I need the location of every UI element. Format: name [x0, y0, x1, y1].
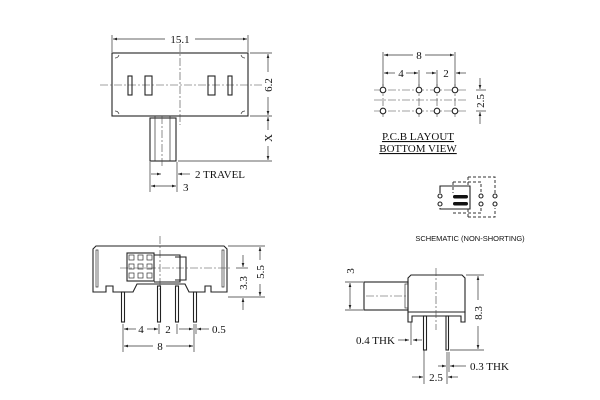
- pins: [120, 285, 198, 323]
- pcb-holes: [379, 86, 459, 115]
- pcb-layout-title: P.C.B LAYOUT: [382, 131, 454, 143]
- side-actuator-dim-label: 3: [345, 268, 357, 274]
- pin-width-label: 0.5: [212, 324, 226, 336]
- side-height-label: 8.3: [473, 306, 485, 320]
- actuator: [149, 117, 177, 162]
- side-view: 3 8.3 0.4 THK 0.3 THK 2.5: [345, 268, 509, 384]
- actuator-width-label: 3: [183, 182, 189, 194]
- pcb-layout: 8 4 2 2.5 P.C.B LAYOUT BOTTOM VIEW: [374, 50, 487, 155]
- thk-03-label: 0.3 THK: [470, 361, 509, 373]
- pcb-layout-subtitle: BOTTOM VIEW: [379, 143, 457, 155]
- pcb-total-8-label: 8: [416, 50, 422, 62]
- actuator-dim-label: X: [263, 134, 275, 142]
- width-dim-label: 15.1: [170, 34, 189, 46]
- top-view: 15.1 6.2 X 2 TRAVEL 3: [100, 34, 275, 194]
- schematic: SCHEMATIC (NON-SHORTING): [415, 176, 525, 243]
- slot: [127, 75, 133, 96]
- height-dim-label: 6.2: [263, 78, 275, 92]
- slot: [207, 75, 216, 96]
- pcb-pitch-2-label: 2: [443, 68, 449, 80]
- pcb-pitch-4-label: 4: [398, 68, 404, 80]
- total-8-label: 8: [157, 341, 163, 353]
- front-view: 4 2 0.5 8 3.3 5.5: [92, 236, 267, 353]
- pitch-25-label: 2.5: [429, 372, 443, 384]
- travel-label: 2 TRAVEL: [195, 169, 245, 181]
- contact-bar: [453, 202, 468, 206]
- height-3-3-label: 3.3: [238, 276, 250, 290]
- thk-04-label: 0.4 THK: [356, 335, 395, 347]
- slot: [227, 75, 233, 96]
- pitch-4-label: 4: [138, 324, 144, 336]
- schematic-terminals: [437, 193, 498, 207]
- height-5-5-label: 5.5: [255, 265, 267, 279]
- side-pin: [445, 315, 450, 351]
- side-pin: [422, 315, 428, 351]
- pcb-row-pitch-label: 2.5: [475, 94, 487, 108]
- contact-bar: [453, 195, 468, 199]
- pitch-2-label: 2: [165, 324, 171, 336]
- slot: [144, 75, 153, 96]
- contact-grid: [126, 252, 155, 282]
- schematic-caption: SCHEMATIC (NON-SHORTING): [415, 234, 525, 243]
